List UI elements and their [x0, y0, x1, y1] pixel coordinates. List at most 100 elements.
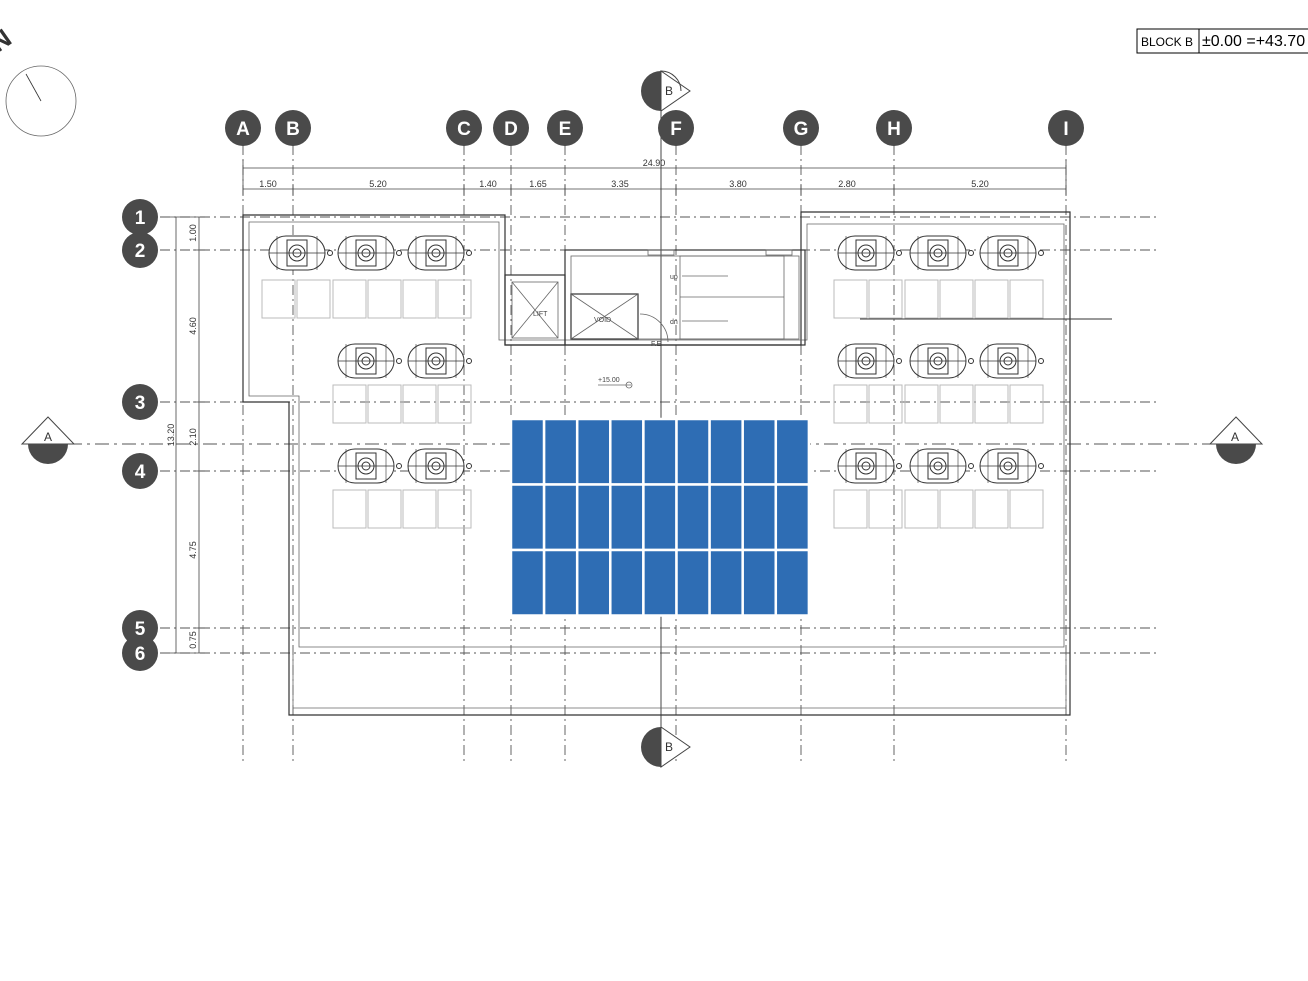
grid-bubble-col-e: E: [547, 110, 583, 146]
grid-bubble-row-5: 5: [122, 610, 158, 646]
solar-panel: [741, 417, 778, 486]
grid-bubble-col-g: G: [783, 110, 819, 146]
water-tank: [909, 448, 974, 484]
water-tank: [337, 235, 402, 271]
dim-h-4: 3.35: [611, 179, 629, 189]
section-b-top-label: B: [665, 84, 673, 98]
section-marker-a-right: A: [1208, 416, 1264, 464]
grid-bubble-col-a: A: [225, 110, 261, 146]
block-label: BLOCK B: [1141, 35, 1193, 49]
section-a-right-label: A: [1231, 430, 1239, 444]
solar-panel: [542, 483, 579, 552]
solar-panel: [675, 483, 711, 552]
dim-overall-horizontal: 24.90: [643, 158, 666, 168]
stair-dn-label: dn: [670, 319, 678, 326]
solar-panel: [542, 417, 579, 486]
tank-pad: [402, 489, 472, 529]
solar-panel: [774, 548, 811, 617]
grid-row-label: 4: [135, 462, 146, 483]
grid-row-label: 2: [135, 241, 146, 262]
water-tanks-group: [261, 235, 1044, 529]
solar-panel: [642, 417, 678, 486]
tank-pad: [332, 489, 402, 529]
tank-pad: [904, 384, 974, 424]
solar-panel: [509, 417, 546, 486]
north-arrow: N: [0, 23, 77, 137]
solar-panel: [642, 548, 678, 617]
tank-pad: [904, 489, 974, 529]
tank-pad: [904, 279, 974, 319]
water-tank: [837, 448, 902, 484]
section-marker-b-top: B: [641, 70, 691, 112]
grid-bubble-col-h: H: [876, 110, 912, 146]
solar-panel: [575, 417, 612, 486]
solar-panel: [642, 483, 678, 552]
grid-bubble-col-d: D: [493, 110, 529, 146]
tank-pad: [974, 384, 1044, 424]
dim-h-3: 1.65: [529, 179, 547, 189]
solar-panel: [708, 548, 744, 617]
section-marker-b-bottom: B: [641, 726, 691, 768]
water-tank: [979, 235, 1044, 271]
stair-up-label: up: [670, 274, 678, 281]
tank-pad: [833, 384, 903, 424]
dimension-chain-vertical: 13.20 1.00 4.60 2.10 4.75 0.75: [166, 216, 205, 654]
building-core: LIFT VOID up dn F.E: [504, 249, 806, 348]
solar-panel: [675, 548, 711, 617]
water-tank: [909, 235, 974, 271]
dim-v-1: 4.60: [188, 317, 198, 335]
grid-bubble-row-4: 4: [122, 453, 158, 489]
solar-panel: [708, 483, 744, 552]
solar-panel: [509, 548, 546, 617]
dim-h-0: 1.50: [259, 179, 277, 189]
solar-panel: [542, 548, 579, 617]
dim-v-3: 4.75: [188, 541, 198, 559]
grid-bubble-col-c: C: [446, 110, 482, 146]
grid-col-label: F: [670, 119, 682, 140]
water-tank: [407, 343, 472, 379]
water-tank: [909, 343, 974, 379]
tank-pad: [402, 384, 472, 424]
tank-pad: [332, 279, 402, 319]
dim-h-2: 1.40: [479, 179, 497, 189]
solar-panel: [609, 548, 645, 617]
dim-h-7: 5.20: [971, 179, 989, 189]
solar-panel: [575, 483, 612, 552]
grid-row-label: 1: [135, 208, 146, 229]
grid-row-label: 3: [135, 393, 146, 414]
tank-pad: [974, 279, 1044, 319]
water-tank: [979, 448, 1044, 484]
grid-bubble-row-6: 6: [122, 635, 158, 671]
grid-bubble-row-3: 3: [122, 384, 158, 420]
water-tank: [407, 448, 472, 484]
fire-extinguisher-label: F.E: [651, 341, 661, 348]
water-tank: [268, 235, 333, 271]
solar-panel: [774, 483, 811, 552]
section-b-bottom-label: B: [665, 740, 673, 754]
level-marker-text: +15.00: [598, 377, 620, 384]
tank-pad: [332, 384, 402, 424]
water-tank: [337, 448, 402, 484]
water-tank: [837, 235, 902, 271]
grid-bubble-col-f: F: [658, 110, 694, 146]
grid-col-label: H: [887, 119, 901, 140]
tank-pad: [833, 279, 903, 319]
title-block: BLOCK B ±0.00 =+43.70: [1136, 28, 1308, 54]
tank-pad: [974, 489, 1044, 529]
grid-row-label: 5: [135, 619, 146, 640]
section-marker-a-left: A: [20, 416, 76, 464]
solar-panel: [609, 417, 645, 486]
dim-v-2: 2.10: [188, 428, 198, 446]
void-label: VOID: [594, 317, 611, 324]
dim-v-0: 1.00: [188, 224, 198, 242]
water-tank: [979, 343, 1044, 379]
solar-panel: [741, 548, 778, 617]
grid-col-label: E: [559, 119, 572, 140]
section-a-left-label: A: [44, 430, 52, 444]
grid-bubble-col-i: I: [1048, 110, 1084, 146]
grid-col-label: B: [286, 119, 300, 140]
north-label: N: [0, 23, 17, 58]
tank-pad: [402, 279, 472, 319]
dim-v-4: 0.75: [188, 631, 198, 649]
